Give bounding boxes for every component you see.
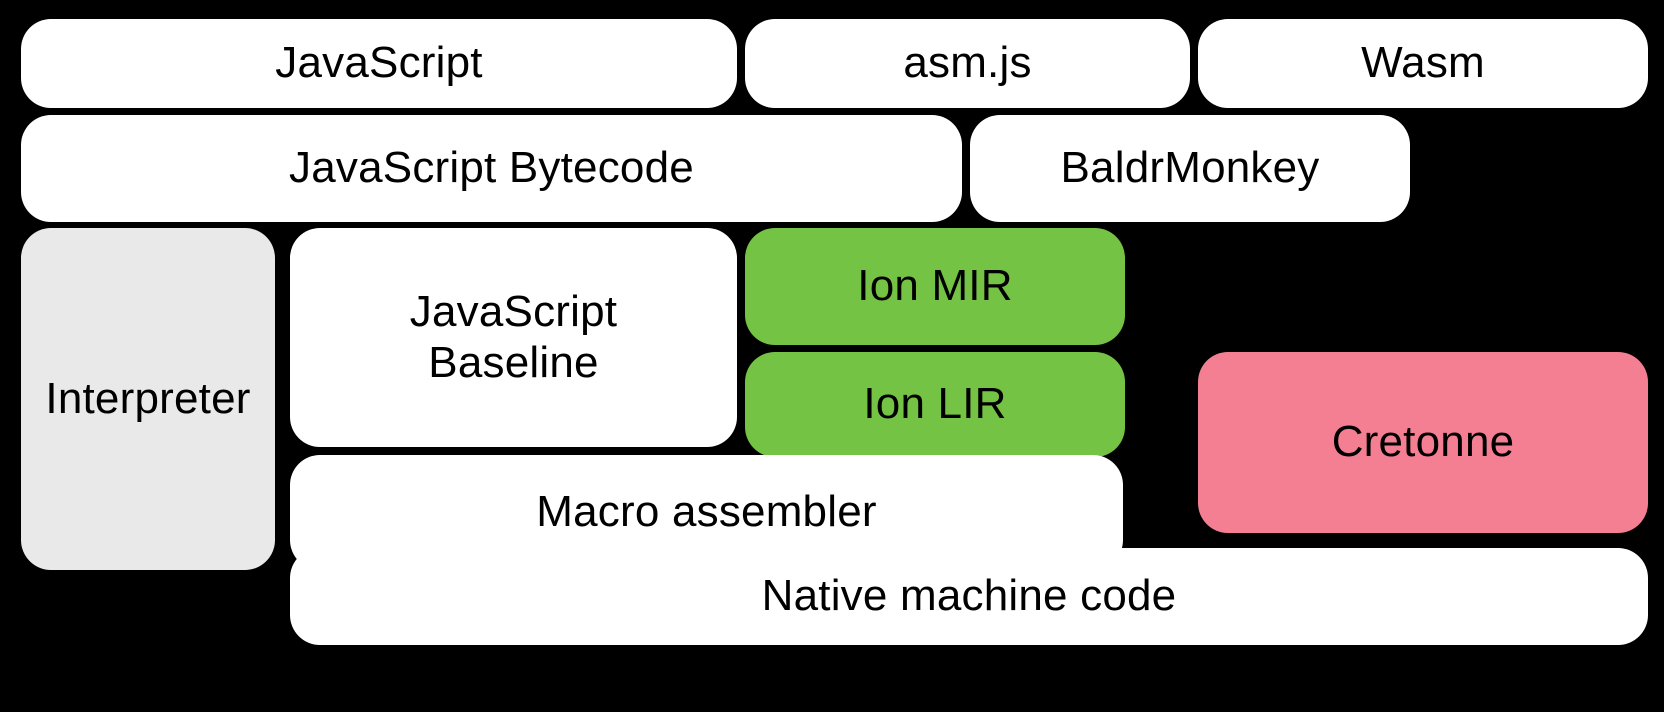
node-baldrmonkey: BaldrMonkey [970, 115, 1410, 222]
node-native-machine-code: Native machine code [290, 548, 1648, 645]
node-wasm: Wasm [1198, 19, 1648, 108]
node-javascript-bytecode: JavaScript Bytecode [21, 115, 962, 222]
node-javascript-baseline: JavaScript Baseline [290, 228, 737, 447]
node-javascript: JavaScript [21, 19, 737, 108]
node-asm-js: asm.js [745, 19, 1190, 108]
node-cretonne: Cretonne [1198, 352, 1648, 533]
node-ion-mir: Ion MIR [745, 228, 1125, 345]
node-interpreter: Interpreter [21, 228, 275, 570]
node-ion-lir: Ion LIR [745, 352, 1125, 457]
